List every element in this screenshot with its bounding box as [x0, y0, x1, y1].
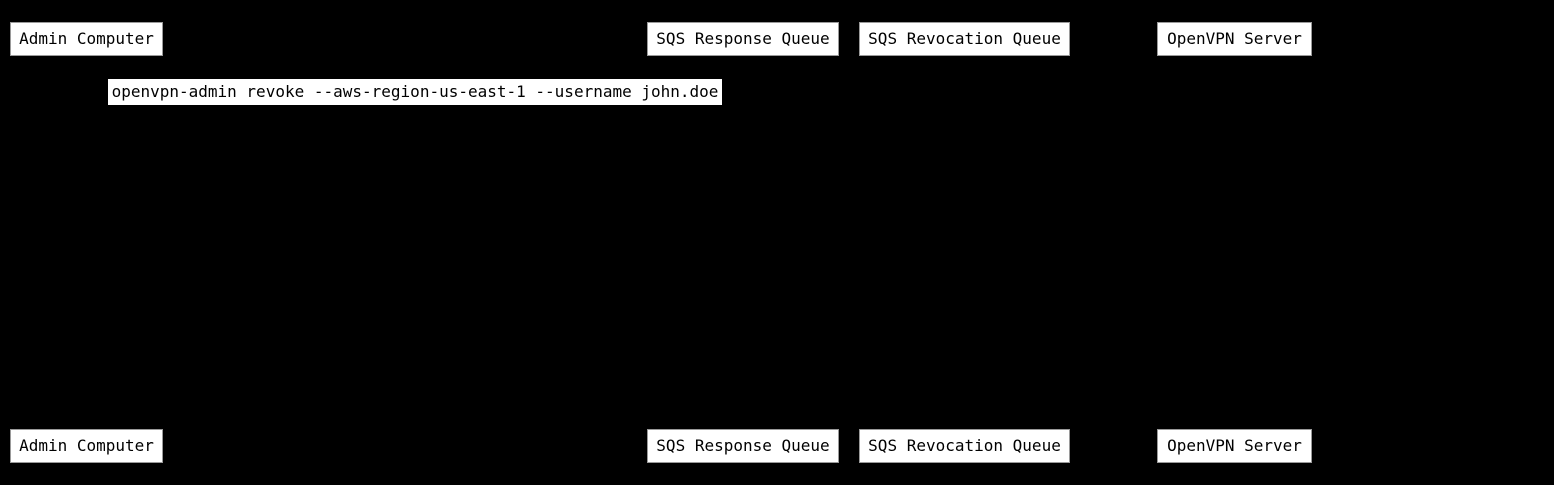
message-label-revoke-command: openvpn-admin revoke --aws-region-us-eas… [108, 79, 722, 105]
participant-top-sqs-revocation-queue: SQS Revocation Queue [859, 22, 1070, 56]
participant-bottom-sqs-response-queue: SQS Response Queue [647, 429, 839, 463]
participant-top-admin-computer: Admin Computer [10, 22, 163, 56]
participant-bottom-sqs-revocation-queue: SQS Revocation Queue [859, 429, 1070, 463]
participant-bottom-admin-computer: Admin Computer [10, 429, 163, 463]
participant-bottom-openvpn-server: OpenVPN Server [1157, 429, 1312, 463]
participant-top-openvpn-server: OpenVPN Server [1157, 22, 1312, 56]
participant-top-sqs-response-queue: SQS Response Queue [647, 22, 839, 56]
